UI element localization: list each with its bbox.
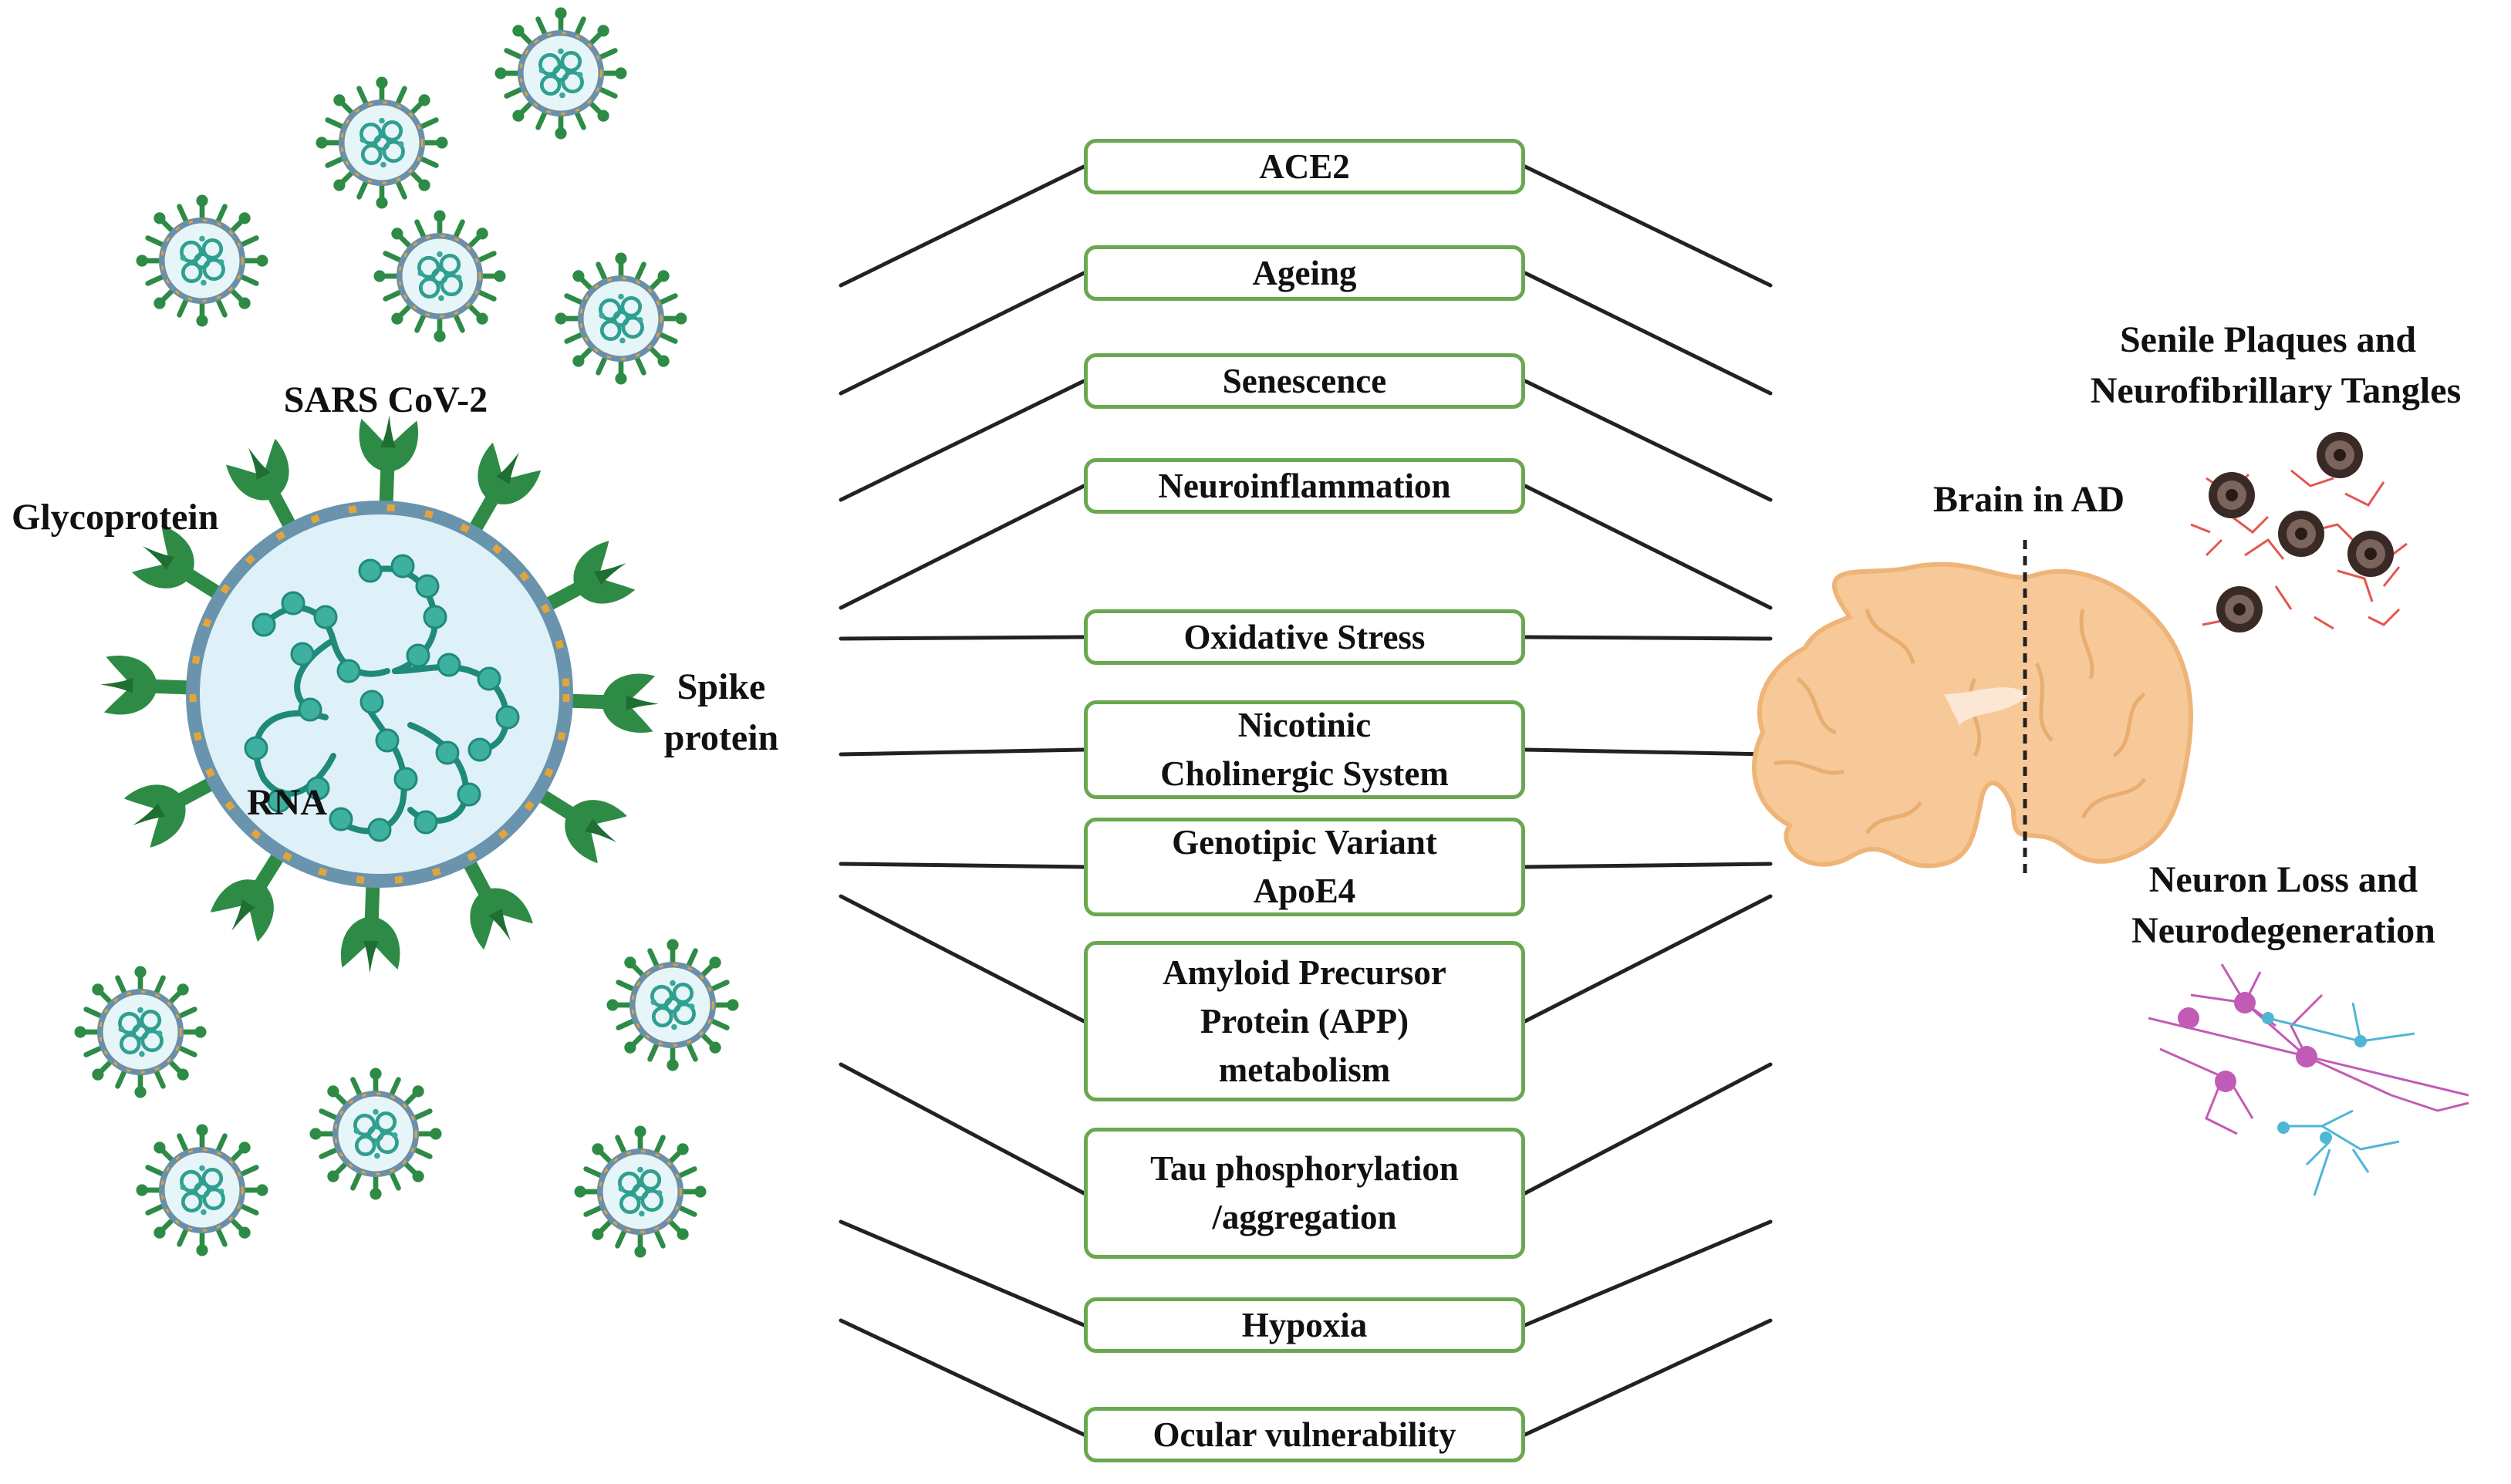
brain-in-ad-label: Brain in AD (1932, 479, 2125, 520)
left-connector-line (839, 164, 1086, 288)
brain-in-ad-icon (1751, 540, 2193, 875)
factor-label: Genotipic Variant ApoE4 (1172, 823, 1437, 910)
plaque-icon (2278, 511, 2324, 557)
neuron-label-line2: Neurodegeneration (2131, 910, 2435, 951)
left-connector-line (839, 271, 1086, 396)
small-virus-icon (555, 253, 687, 385)
factor-box: Amyloid Precursor Protein (APP) metaboli… (1084, 941, 1525, 1101)
right-connector-line (1523, 484, 1773, 610)
factor-label: Neuroinflammation (1158, 466, 1451, 505)
right-connector-line (1523, 1219, 1773, 1327)
small-virus-icon (495, 7, 627, 139)
right-connector-line (1523, 894, 1773, 1024)
factor-box: Hypoxia (1084, 1297, 1525, 1353)
neuron-network-icon (2148, 963, 2469, 1196)
small-virus-icon (575, 1126, 707, 1258)
spike-protein-label-line1: Spike (677, 666, 766, 707)
left-connector-line (839, 747, 1086, 757)
left-connector-line (839, 1219, 1086, 1327)
right-connector-line (1523, 635, 1773, 641)
plaque-icon (2216, 586, 2263, 632)
left-connector-line (839, 1062, 1086, 1196)
senile-plaques-icon (2190, 432, 2408, 632)
spike-protein-label-line2: protein (663, 717, 779, 758)
factor-box: Tau phosphorylation /aggregation (1084, 1128, 1525, 1259)
factor-box: Senescence (1084, 353, 1525, 409)
right-connector-line (1523, 1062, 1773, 1196)
left-connector-line (839, 379, 1086, 502)
left-connector-line (839, 484, 1086, 610)
factor-box: Nicotinic Cholinergic System (1084, 700, 1525, 799)
neuron-label-line1: Neuron Loss and (2148, 859, 2418, 900)
small-virus-icon (316, 76, 448, 208)
left-connector-lines (839, 164, 1086, 1437)
right-connector-line (1523, 271, 1773, 396)
factor-box: Neuroinflammation (1084, 458, 1525, 514)
right-connector-lines (1523, 164, 1773, 1437)
factor-box: Genotipic Variant ApoE4 (1084, 818, 1525, 916)
factor-box: Ageing (1084, 245, 1525, 301)
right-connector-line (1523, 862, 1773, 869)
small-virus-icon (74, 966, 206, 1098)
small-virus-icon (137, 1125, 268, 1256)
sars-cov-2-virus-icon (99, 413, 660, 975)
left-connector-line (839, 1318, 1086, 1437)
factor-box: Oxidative Stress (1084, 609, 1525, 665)
factor-label: Ocular vulnerability (1153, 1415, 1456, 1454)
plaques-label-line2: Neurofibrillary Tangles (2090, 370, 2462, 411)
factor-box: Ocular vulnerability (1084, 1407, 1525, 1462)
plaques-label-line1: Senile Plaques and (2119, 319, 2417, 360)
left-connector-line (839, 635, 1086, 641)
factor-label: Oxidative Stress (1183, 617, 1426, 656)
small-virus-icon (374, 211, 506, 342)
right-connector-line (1523, 747, 1773, 757)
right-connector-line (1523, 1318, 1773, 1437)
small-virus-icon (607, 939, 739, 1071)
rna-label: RNA (247, 782, 327, 823)
factor-label: Hypoxia (1241, 1305, 1368, 1344)
plaque-icon (2209, 472, 2255, 518)
factor-label: Nicotinic Cholinergic System (1160, 706, 1449, 793)
factor-box: ACE2 (1084, 139, 1525, 194)
right-connector-line (1523, 164, 1773, 288)
small-virus-icon (137, 195, 268, 327)
left-connector-line (839, 894, 1086, 1024)
small-virus-icon (310, 1068, 442, 1200)
left-connector-line (839, 862, 1086, 869)
factor-label: Tau phosphorylation /aggregation (1150, 1149, 1459, 1236)
glycoprotein-label: Glycoprotein (12, 497, 219, 538)
plaque-icon (2347, 531, 2394, 577)
virus-name-label: SARS CoV-2 (283, 379, 488, 420)
factor-label: Senescence (1222, 361, 1387, 400)
factor-label: ACE2 (1259, 147, 1350, 186)
right-connector-line (1523, 379, 1773, 502)
factor-label: Amyloid Precursor Protein (APP) metaboli… (1163, 953, 1446, 1089)
plaque-icon (2317, 432, 2363, 478)
factor-label: Ageing (1252, 253, 1357, 292)
